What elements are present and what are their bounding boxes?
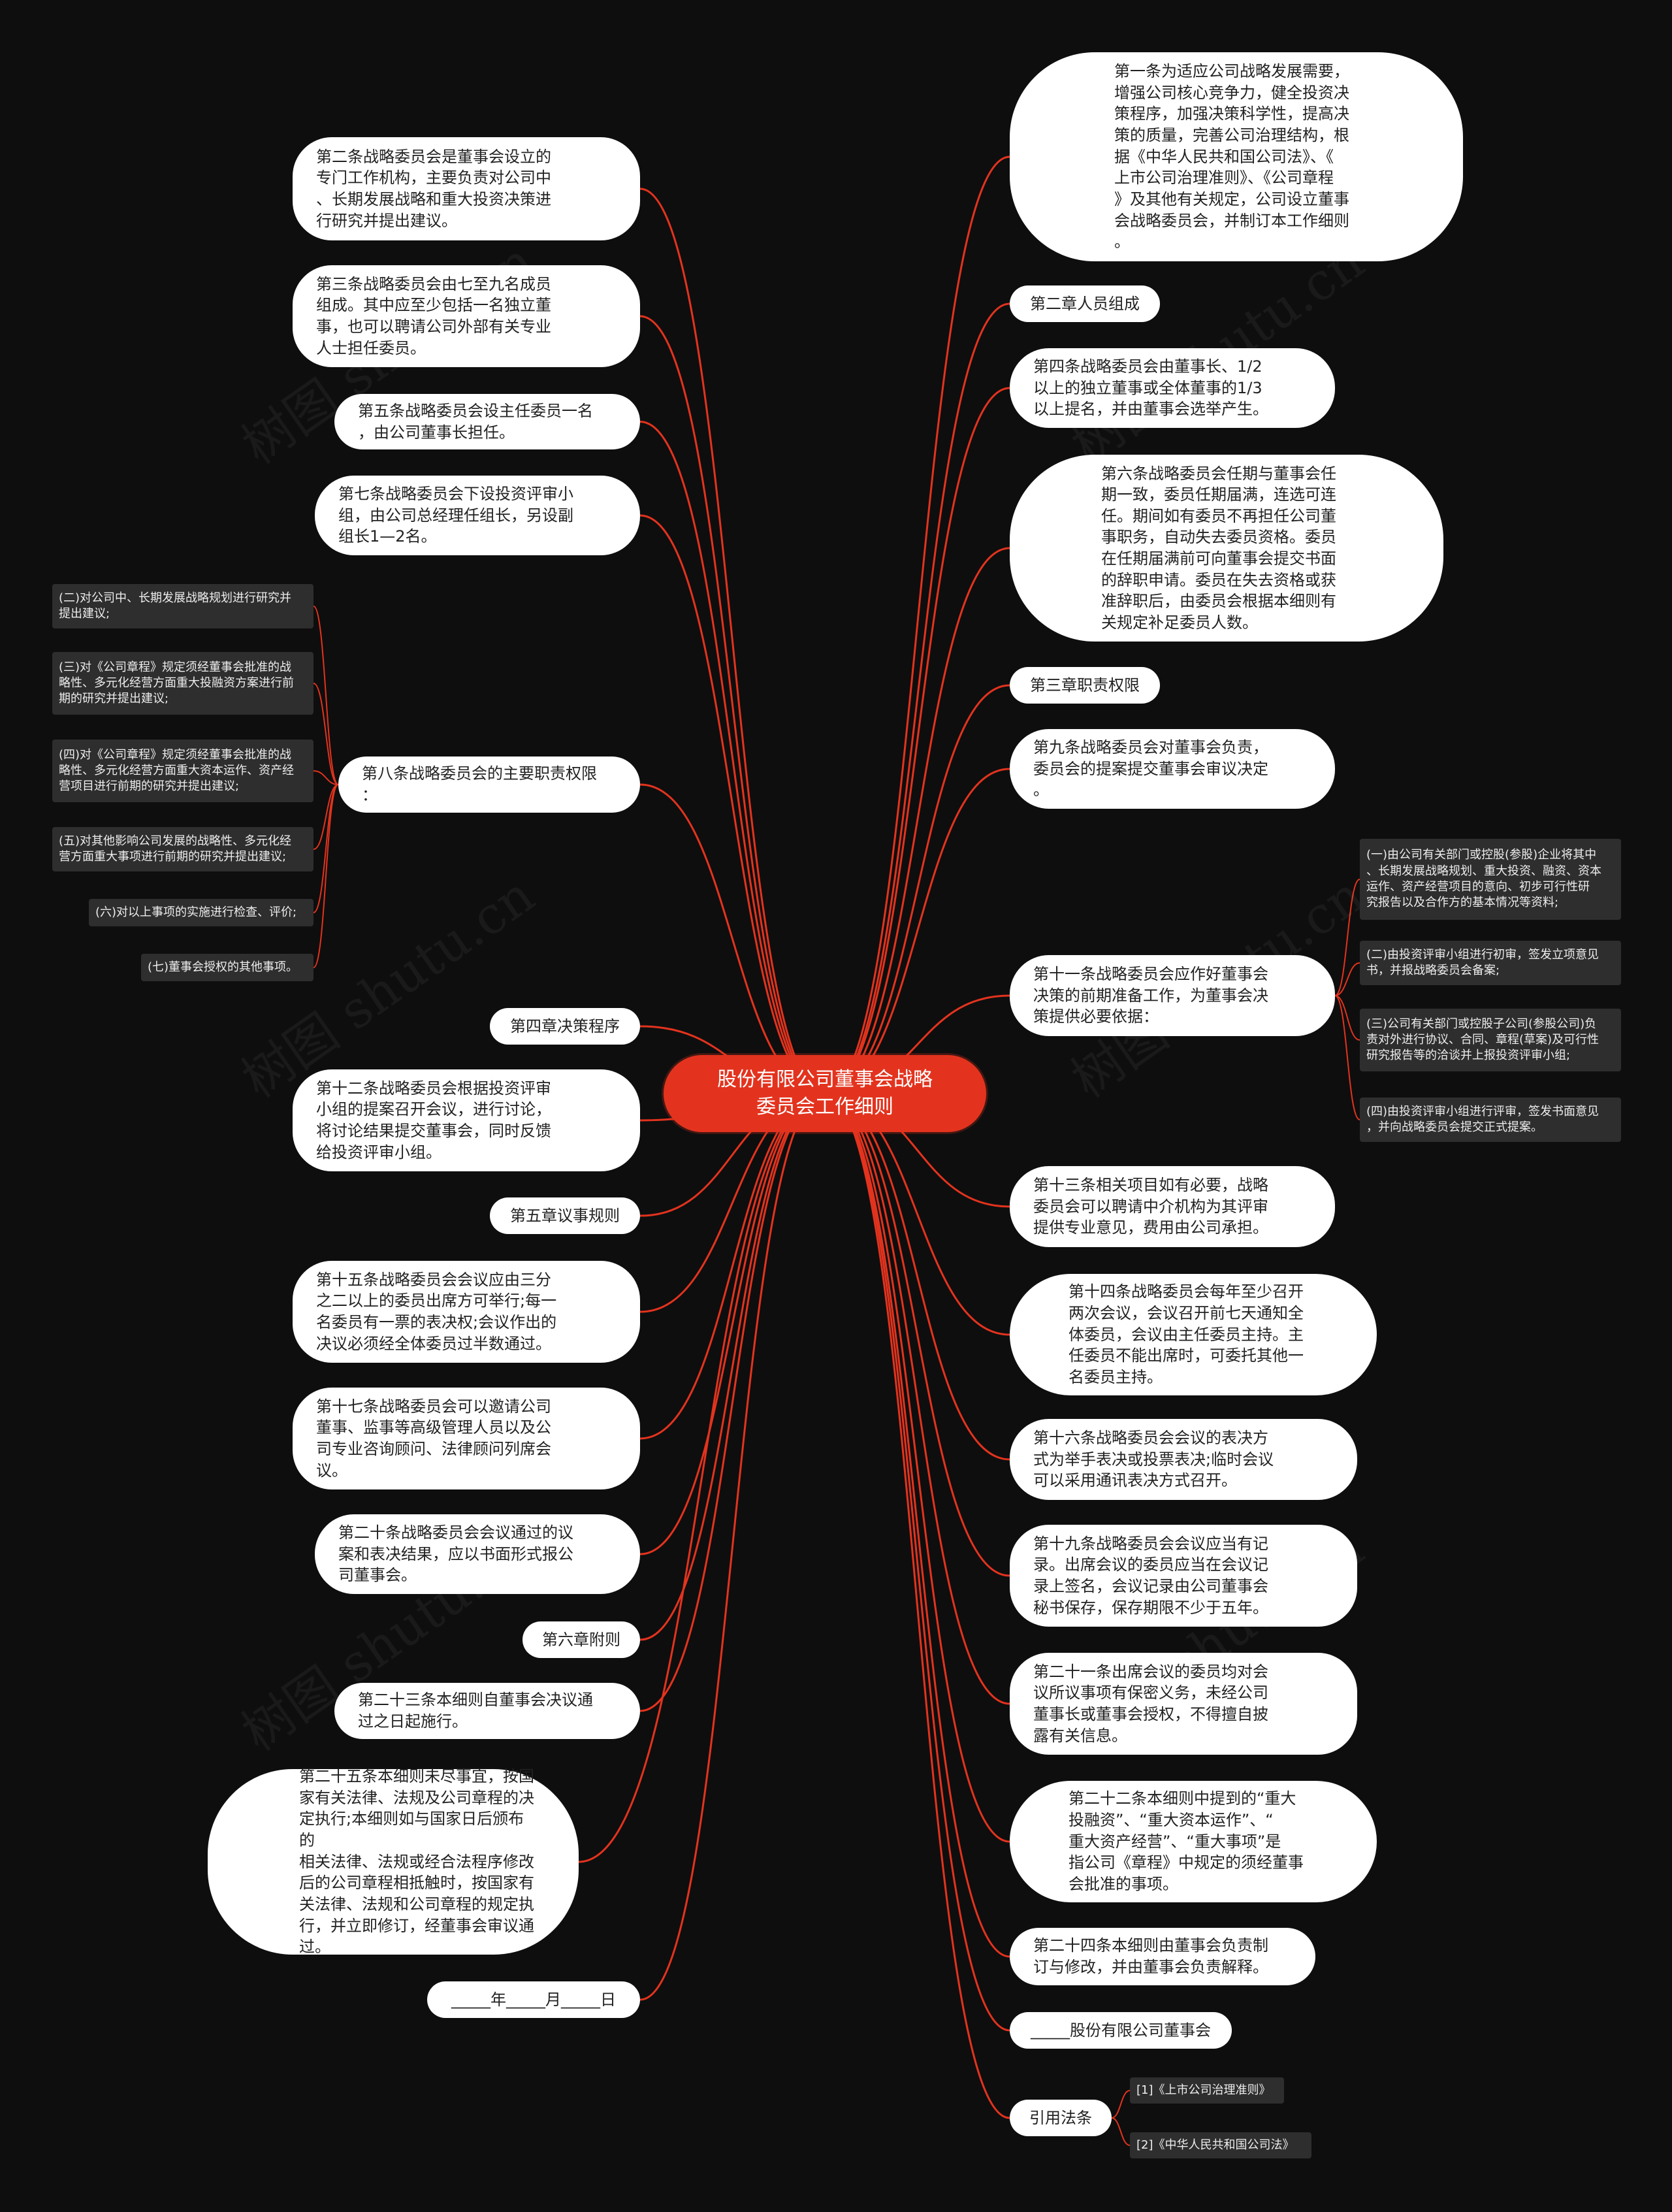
connector-line [639,1092,826,2001]
connector-line [639,1092,826,1712]
node-article-8-item[interactable]: (五)对其他影响公司发展的战略性、多元化经 营方面重大事项进行前期的研究并提出建… [52,827,314,871]
node-article-8-item[interactable]: (六)对以上事项的实施进行检查、评价; [89,899,314,926]
connector-line [1334,995,1360,1120]
node-article-8-item[interactable]: (二)对公司中、长期发展战略规划进行研究并 提出建议; [52,584,314,628]
node-reference-item[interactable]: [2]《中华人民共和国公司法》 [1130,2132,1311,2158]
node-article-21[interactable]: 第二十一条出席会议的委员均对会 议所议事项有保密义务，未经公司 董事长或董事会授… [1010,1653,1357,1755]
connector-line [1334,995,1360,1041]
node-company[interactable]: _____股份有限公司董事会 [1010,2012,1232,2049]
node-article-15[interactable]: 第十五条战略委员会会议应由三分 之二以上的委员出席方可举行;每一 名委员有一票的… [293,1261,640,1363]
node-article-11-item[interactable]: (一)由公司有关部门或控股(参股)企业将其中 、长期发展战略规划、重大投资、融资… [1360,839,1621,920]
node-article-6[interactable]: 第六条战略委员会任期与董事会任 期一致，委员任期届满，连选可连 任。期间如有委员… [1010,455,1443,642]
node-article-24[interactable]: 第二十四条本细则由董事会负责制 订与修改，并由董事会负责解释。 [1010,1928,1315,1985]
connector-line [1334,879,1360,996]
connector-line [313,784,339,968]
connector-line [639,783,826,1095]
connector-line [639,1092,826,1440]
connector-line [1111,2090,1131,2119]
node-date[interactable]: _____年_____月_____日 [427,1981,640,2018]
connector-line [824,387,1010,1095]
root-topic[interactable]: 股份有限公司董事会战略 委员会工作细则 [664,1055,986,1132]
node-article-11-item[interactable]: (三)公司有关部门或控股子公司(参股公司)负 责对外进行协议、合同、章程(草案)… [1360,1009,1621,1071]
connector-line [639,1092,826,1641]
node-article-17[interactable]: 第十七条战略委员会可以邀请公司 董事、监事等高级管理人员以及公 司专业咨询顾问、… [293,1388,640,1489]
node-chapter-4[interactable]: 第四章决策程序 [490,1008,640,1045]
node-chapter-6[interactable]: 第六章附则 [522,1621,640,1658]
connector-line [639,315,826,1095]
connector-line [1334,962,1360,996]
node-article-8[interactable]: 第八条战略委员会的主要职责权限 ： [338,756,640,813]
node-article-8-item[interactable]: (七)董事会授权的其他事项。 [141,954,314,981]
node-article-5[interactable]: 第五条战略委员会设主任委员一名 ，由公司董事长担任。 [334,394,640,449]
connector-line [313,784,339,850]
connector-line [313,606,339,785]
connector-line [639,421,826,1095]
connector-line [824,155,1010,1095]
node-article-9[interactable]: 第九条战略委员会对董事会负责， 委员会的提案提交董事会审议决定 。 [1010,729,1335,809]
connector-line [824,1092,1010,2032]
connector-line [824,1092,1010,1958]
node-article-8-item[interactable]: (四)对《公司章程》规定须经董事会批准的战 略性、多元化经营方面重大资本运作、资… [52,740,314,802]
node-article-20[interactable]: 第二十条战略委员会会议通过的议 案和表决结果，应以书面形式报公 司董事会。 [315,1514,640,1594]
node-article-19[interactable]: 第十九条战略委员会会议应当有记 录。出席会议的委员应当在会议记 录上签名，会议记… [1010,1525,1357,1627]
connector-line [639,514,826,1095]
node-article-7[interactable]: 第七条战略委员会下设投资评审小 组，由公司总经理任组长，另设副 组长1—2名。 [315,476,640,555]
node-article-4[interactable]: 第四条战略委员会由董事长、1/2 以上的独立董事或全体董事的1/3 以上提名，并… [1010,348,1335,428]
node-article-12[interactable]: 第十二条战略委员会根据投资评审 小组的提案召开会议，进行讨论， 将讨论结果提交董… [293,1069,640,1171]
node-article-22[interactable]: 第二十二条本细则中提到的“重大 投融资”、“重大资本运作”、“ 重大资产经营”、… [1010,1781,1377,1902]
node-article-25[interactable]: 第二十五条本细则未尽事宜，按国 家有关法律、法规及公司章程的决 定执行;本细则如… [208,1767,579,1956]
connector-line [824,302,1010,1095]
connector-line [313,770,339,785]
node-article-11[interactable]: 第十一条战略委员会应作好董事会 决策的前期准备工作，为董事会决 策提供必要依据： [1010,955,1335,1036]
node-article-23[interactable]: 第二十三条本细则自董事会决议通 过之日起施行。 [334,1683,640,1739]
node-article-11-item[interactable]: (四)由投资评审小组进行评审，签发书面意见 ，并向战略委员会提交正式提案。 [1360,1098,1621,1142]
connector-line [639,1092,826,1555]
connector-line [1111,2117,1131,2146]
node-article-3[interactable]: 第三条战略委员会由七至九名成员 组成。其中应至少包括一名独立董 事，也可以聘请公… [293,265,640,367]
connector-line [824,1092,1010,1843]
node-article-1[interactable]: 第一条为适应公司战略发展需要， 增强公司核心竞争力，健全投资决 策程序，加强决策… [1010,52,1463,261]
node-chapter-2[interactable]: 第二章人员组成 [1010,285,1160,322]
node-article-13[interactable]: 第十三条相关项目如有必要，战略 委员会可以聘请中介机构为其评审 提供专业意见，费… [1010,1166,1335,1247]
node-reference-item[interactable]: [1]《上市公司治理准则》 [1130,2077,1284,2104]
node-article-2[interactable]: 第二条战略委员会是董事会设立的 专门工作机构，主要负责对公司中 、长期发展战略和… [293,137,640,240]
connector-line [824,1092,1010,2119]
node-article-8-item[interactable]: (三)对《公司章程》规定须经董事会批准的战 略性、多元化经营方面重大投融资方案进… [52,652,314,715]
connector-line [578,1092,826,1863]
node-chapter-5[interactable]: 第五章议事规则 [490,1197,640,1234]
node-article-11-item[interactable]: (二)由投资评审小组进行初审，签发立项意见 书，并报战略委员会备案; [1360,941,1621,985]
node-references[interactable]: 引用法条 [1010,2100,1112,2136]
connector-line [824,1092,1010,1577]
node-chapter-3[interactable]: 第三章职责权限 [1010,667,1160,704]
connector-line [313,683,339,785]
connector-line [639,187,826,1095]
connector-line [313,784,339,913]
node-article-16[interactable]: 第十六条战略委员会会议的表决方 式为举手表决或投票表决;临时会议 可以采用通讯表… [1010,1419,1357,1500]
node-article-14[interactable]: 第十四条战略委员会每年至少召开 两次会议，会议召开前七天通知全 体委员，会议由主… [1010,1274,1377,1395]
